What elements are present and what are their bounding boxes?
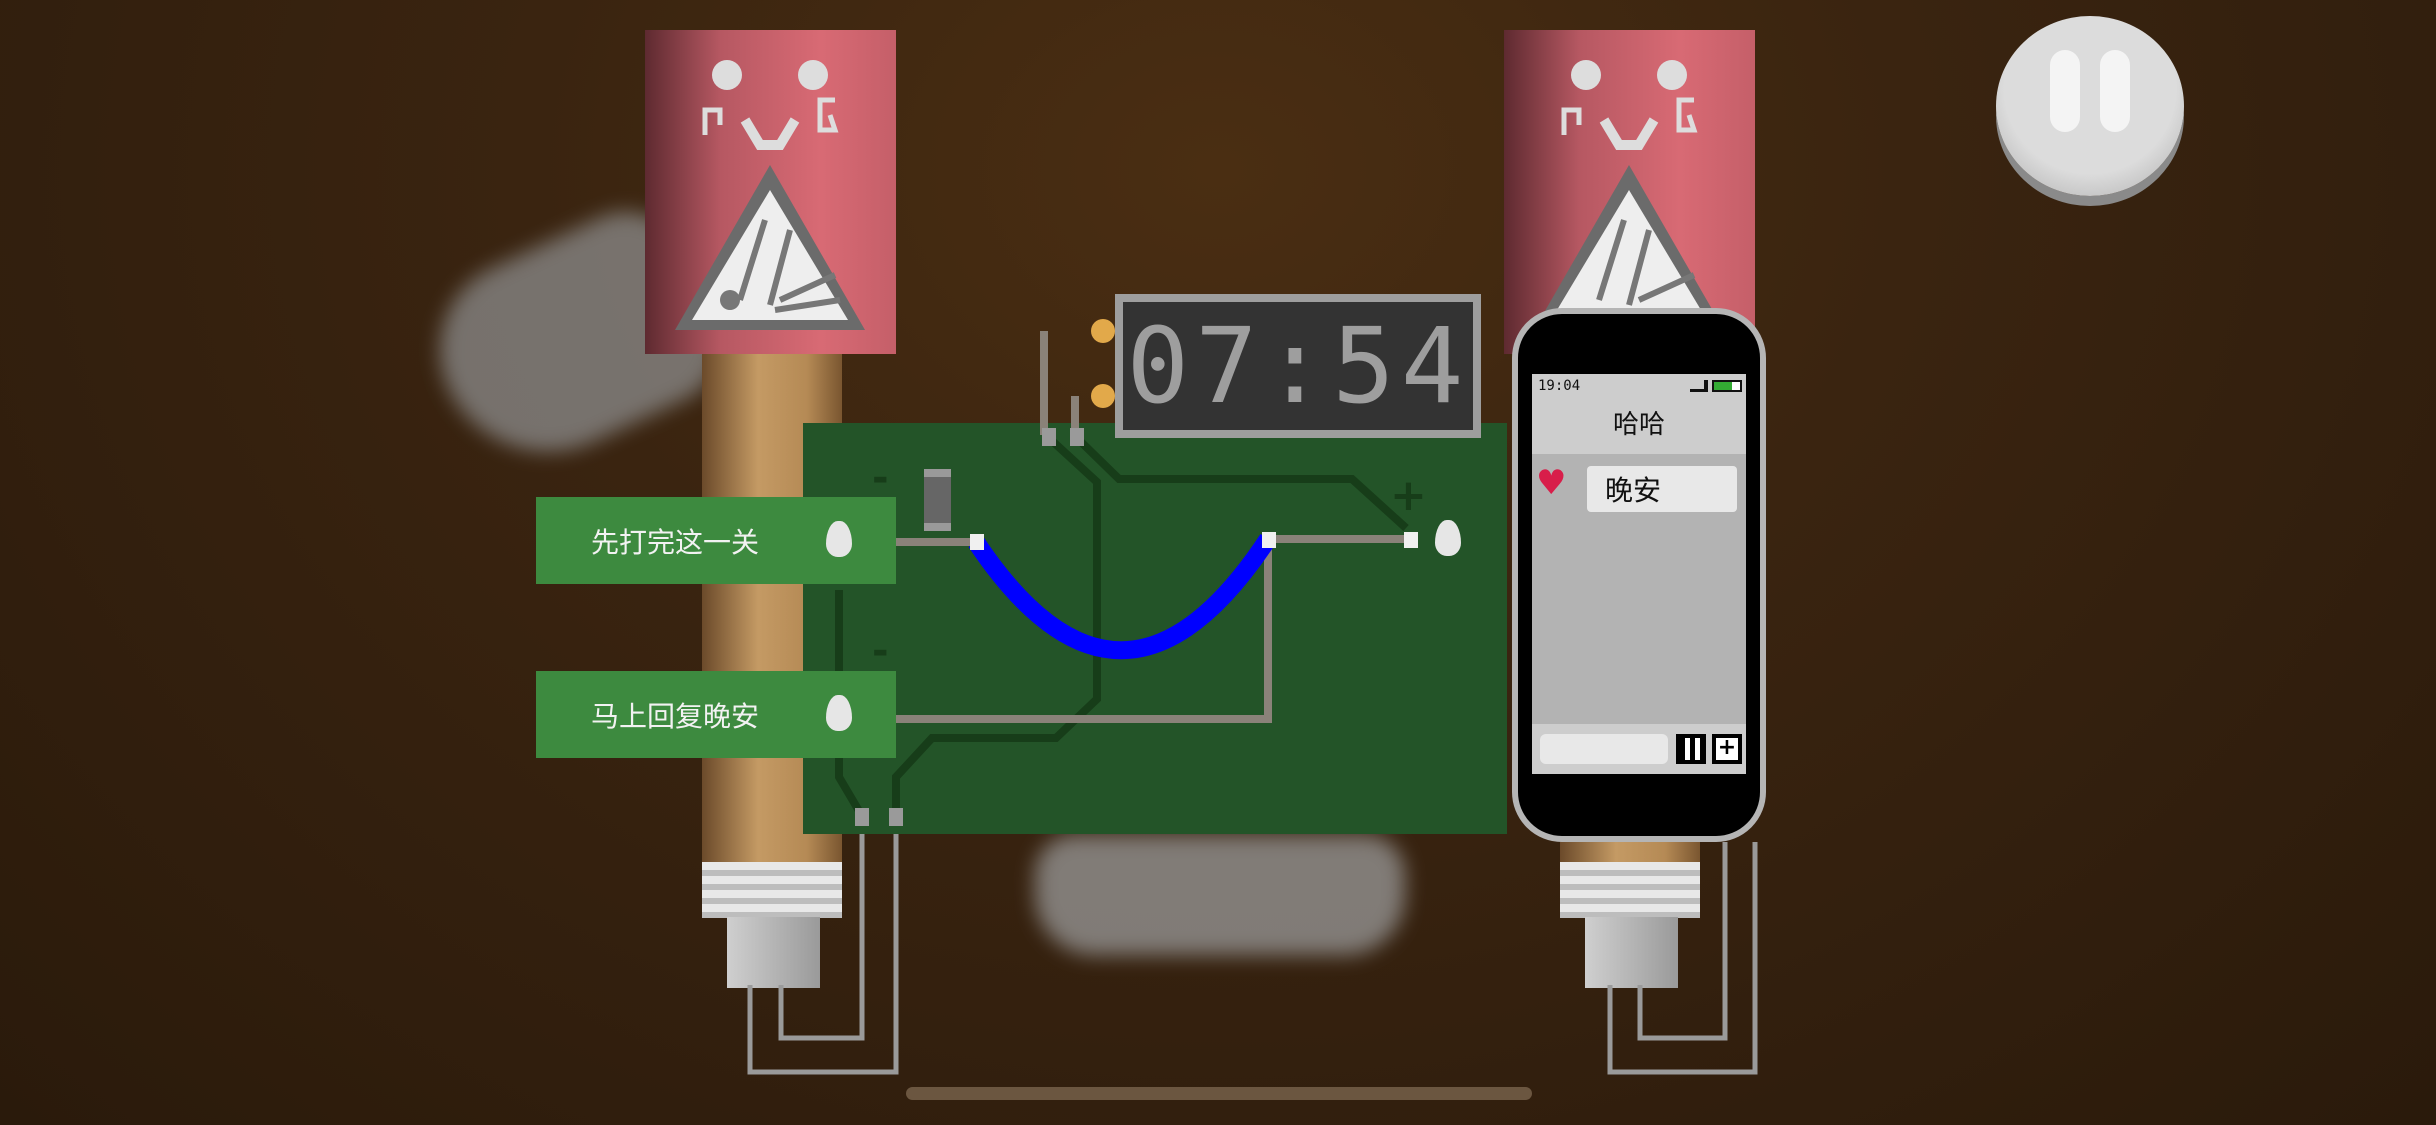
firework-right-plug xyxy=(1585,917,1678,988)
pin xyxy=(889,808,903,826)
pin xyxy=(1070,428,1084,446)
choice-button-finish-level[interactable]: 先打完这一关 xyxy=(536,497,896,584)
firework-right-label xyxy=(1504,30,1755,354)
pin xyxy=(855,808,869,826)
firework-left-cap xyxy=(702,862,842,918)
pin xyxy=(1042,428,1056,446)
message-bubble: 晚安 xyxy=(1587,466,1737,512)
wire xyxy=(882,545,1272,723)
add-button-icon[interactable]: + xyxy=(1712,734,1742,764)
controller-bg-bottom xyxy=(1035,835,1405,955)
minus-label: - xyxy=(872,628,889,674)
explosive-warning-icon xyxy=(1534,165,1724,330)
home-indicator[interactable] xyxy=(906,1087,1532,1100)
countdown-timer: 07:54 xyxy=(1115,294,1481,438)
terminal xyxy=(1262,532,1276,548)
minus-label: - xyxy=(872,455,889,501)
kaomoji-face-icon xyxy=(1561,60,1698,150)
firework-right-cap xyxy=(1560,862,1700,918)
emoji-button-icon[interactable] xyxy=(1676,734,1706,764)
signal-icon xyxy=(1690,380,1708,392)
socket-icon xyxy=(826,521,852,557)
timer-display: 07:54 xyxy=(1123,302,1473,430)
trace xyxy=(835,590,866,819)
pause-icon xyxy=(2050,50,2080,132)
firework-left-label xyxy=(645,30,896,354)
choice-label: 马上回复晚安 xyxy=(591,700,760,732)
plus-label: + xyxy=(1390,470,1427,521)
status-time: 19:04 xyxy=(1538,378,1581,394)
battery-icon xyxy=(1712,380,1742,392)
wire xyxy=(1607,842,1758,1075)
phone-screen: 19:04 哈哈 ♥ 晚安 + xyxy=(1532,374,1746,774)
terminal xyxy=(1404,532,1418,548)
phone-input-bar: + xyxy=(1532,724,1746,774)
terminal xyxy=(970,534,984,550)
wire xyxy=(778,834,865,1041)
pause-button[interactable] xyxy=(1996,16,2184,196)
wire xyxy=(1637,842,1728,1041)
trace xyxy=(1074,435,1409,531)
message-input[interactable] xyxy=(1540,734,1668,764)
explosive-warning-icon xyxy=(675,165,865,330)
choice-button-reply-goodnight[interactable]: 马上回复晚安 xyxy=(536,671,896,758)
timer-connector xyxy=(1091,384,1115,408)
contact-name: 哈哈 xyxy=(1612,410,1665,440)
message-text: 晚安 xyxy=(1605,474,1662,507)
wire xyxy=(747,834,899,1075)
trace xyxy=(892,435,1101,816)
phone: 19:04 哈哈 ♥ 晚安 + xyxy=(1512,308,1766,842)
timer-connector xyxy=(1091,319,1115,343)
circuit-board xyxy=(803,423,1507,834)
pause-icon xyxy=(2100,50,2130,132)
firework-left-plug xyxy=(727,917,820,988)
kaomoji-face-icon xyxy=(702,60,839,150)
heart-icon: ♥ xyxy=(1536,463,1567,503)
socket-icon xyxy=(826,695,852,731)
connected-wire xyxy=(968,534,1276,660)
plus-socket-icon[interactable] xyxy=(1435,520,1461,556)
capacitor xyxy=(924,469,951,531)
choice-label: 先打完这一关 xyxy=(591,526,760,558)
